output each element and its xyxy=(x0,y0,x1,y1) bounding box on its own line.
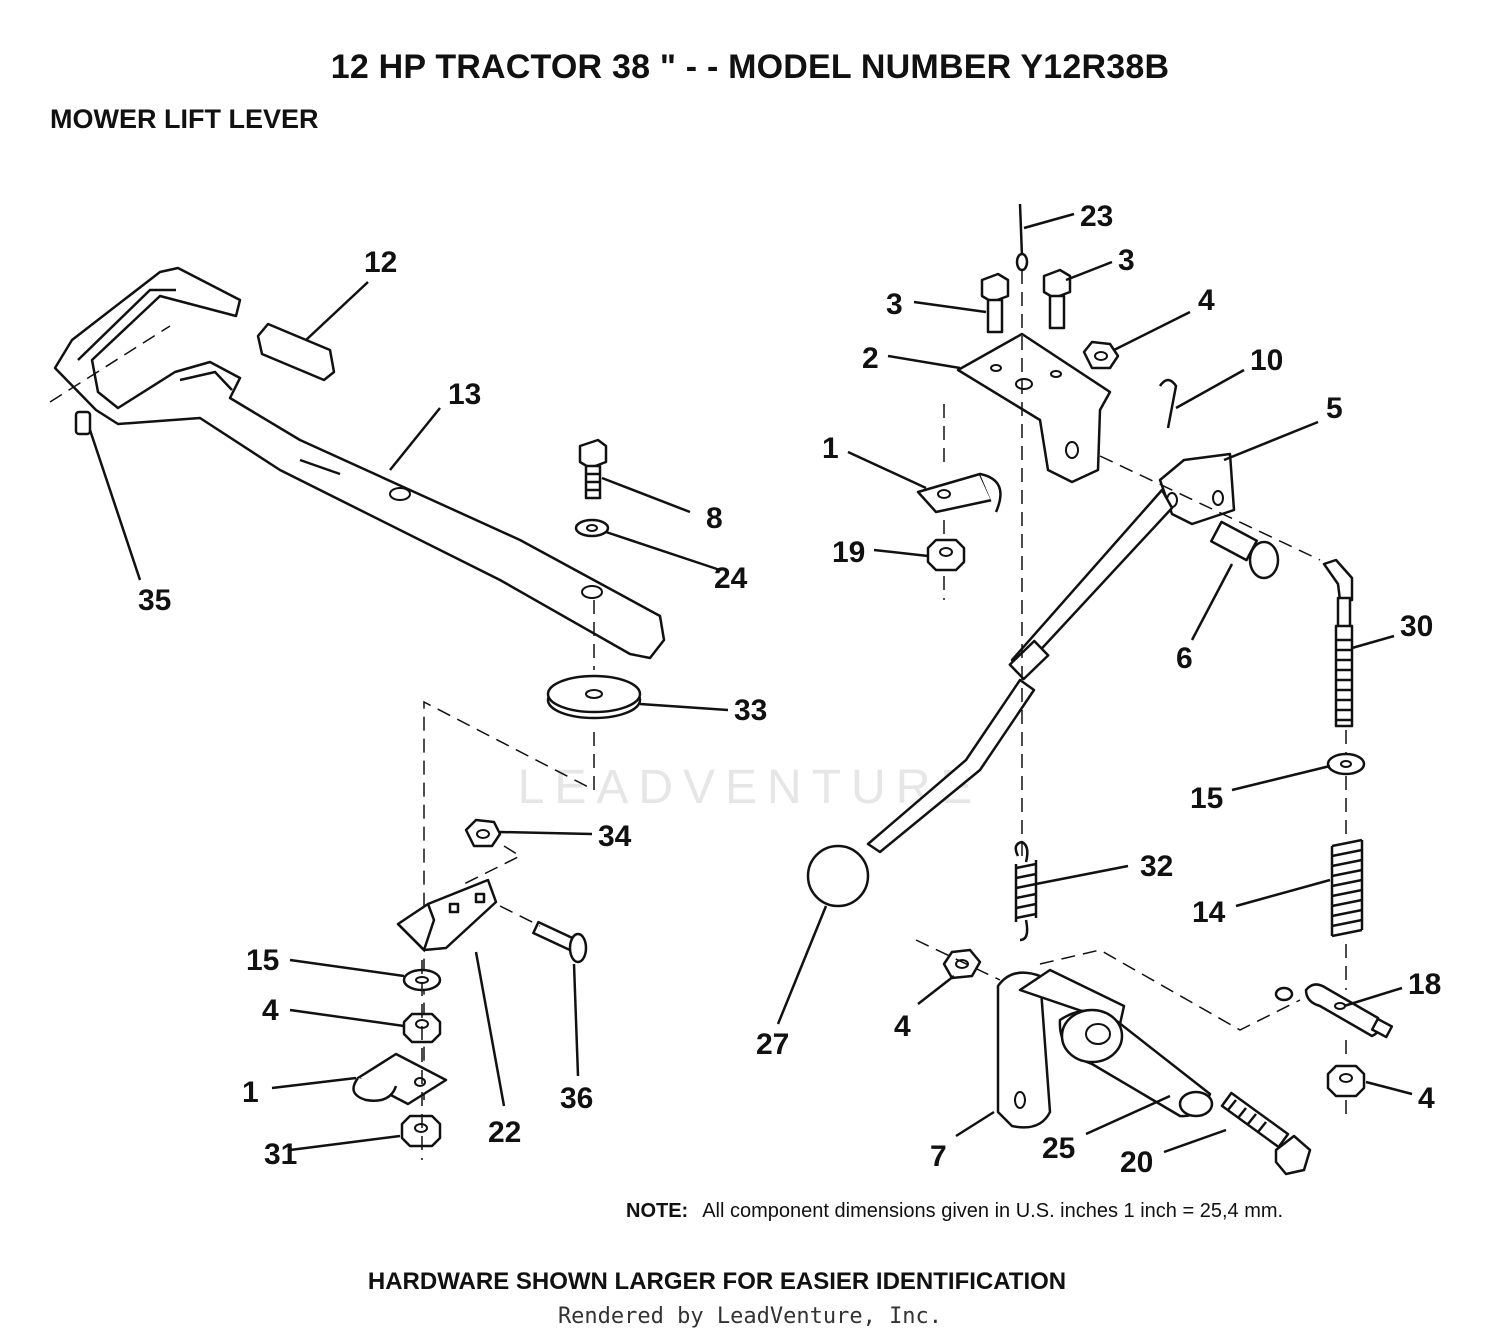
callout-3-right: 3 xyxy=(1118,244,1135,277)
callout-25: 25 xyxy=(1042,1132,1075,1165)
lift-rod xyxy=(1322,558,1354,728)
callout-4-bottom-right: 4 xyxy=(1418,1082,1435,1115)
nut xyxy=(464,818,502,848)
washer xyxy=(1326,752,1366,776)
extension-spring xyxy=(1014,840,1038,942)
large-washer xyxy=(546,674,642,720)
note-text: All component dimensions given in U.S. i… xyxy=(702,1200,1284,1222)
callout-30: 30 xyxy=(1400,610,1433,643)
callout-8: 8 xyxy=(706,502,723,535)
lift-lever-handle xyxy=(49,266,666,660)
callout-2: 2 xyxy=(862,342,879,375)
callout-4-mid: 4 xyxy=(894,1010,911,1043)
callout-32: 32 xyxy=(1140,850,1173,883)
callout-7: 7 xyxy=(930,1140,947,1173)
callout-27: 27 xyxy=(756,1028,789,1061)
callout-18: 18 xyxy=(1408,968,1441,1001)
callout-14: 14 xyxy=(1192,896,1226,929)
callout-1-left: 1 xyxy=(242,1076,259,1109)
lever-knob xyxy=(806,844,870,908)
swivel-trunnion xyxy=(1274,983,1394,1039)
compression-spring xyxy=(1330,838,1364,938)
nut xyxy=(926,538,966,572)
lever-grip xyxy=(256,322,336,382)
callout-24: 24 xyxy=(714,562,748,595)
callout-4-top: 4 xyxy=(1198,284,1215,317)
callout-6: 6 xyxy=(1176,642,1193,675)
nut xyxy=(1326,1064,1366,1098)
callout-33: 33 xyxy=(734,694,767,727)
pin xyxy=(74,410,92,436)
bolt xyxy=(578,438,608,500)
callout-34: 34 xyxy=(598,820,632,853)
callout-labels: 12 13 35 8 24 33 34 15 4 1 31 22 36 23 3… xyxy=(138,200,1441,1179)
hex-bolt xyxy=(1220,1091,1312,1176)
callout-36: 36 xyxy=(560,1082,593,1115)
callout-31: 31 xyxy=(264,1138,297,1171)
hardware-caption: HARDWARE SHOWN LARGER FOR EASIER IDENTIF… xyxy=(367,1268,1067,1295)
callout-13: 13 xyxy=(448,378,481,411)
callout-15-left: 15 xyxy=(246,944,279,977)
nut xyxy=(942,948,982,980)
lift-arm xyxy=(866,452,1236,854)
callout-35: 35 xyxy=(138,584,171,617)
callout-15-right: 15 xyxy=(1190,782,1223,815)
callout-1-right: 1 xyxy=(822,432,839,465)
carriage-bolt xyxy=(532,920,588,964)
cable-clip xyxy=(916,472,1002,514)
callout-12: 12 xyxy=(364,246,397,279)
leader-lines xyxy=(88,212,1413,1154)
callout-4-left: 4 xyxy=(262,994,279,1027)
rendered-by-credit: Rendered by LeadVenture, Inc. xyxy=(557,1304,943,1329)
section-title: MOWER LIFT LEVER xyxy=(50,104,319,134)
page-title: 12 HP TRACTOR 38 " - - MODEL NUMBER Y12R… xyxy=(330,48,1170,86)
dimension-note: NOTE: All component dimensions given in U… xyxy=(626,1200,1326,1222)
washer xyxy=(574,518,610,538)
callout-10: 10 xyxy=(1250,344,1283,377)
callout-22: 22 xyxy=(488,1116,521,1149)
pivot-bracket xyxy=(956,332,1112,484)
cable-clip xyxy=(352,1052,448,1106)
cotter-pin xyxy=(1158,378,1178,429)
callout-23: 23 xyxy=(1080,200,1113,233)
note-label: NOTE: xyxy=(626,1200,689,1222)
callout-20: 20 xyxy=(1120,1146,1153,1179)
callout-3-left: 3 xyxy=(886,288,903,321)
nut xyxy=(1082,340,1120,370)
cotter-pin xyxy=(1015,203,1029,272)
callout-5: 5 xyxy=(1326,392,1343,425)
bolt xyxy=(980,272,1010,334)
shoulder-bolt xyxy=(1209,520,1280,580)
nut xyxy=(400,1114,442,1148)
mounting-bracket xyxy=(396,878,498,953)
pivot-tube xyxy=(1058,1008,1214,1118)
callout-19: 19 xyxy=(832,536,865,569)
bolt xyxy=(1042,268,1072,330)
